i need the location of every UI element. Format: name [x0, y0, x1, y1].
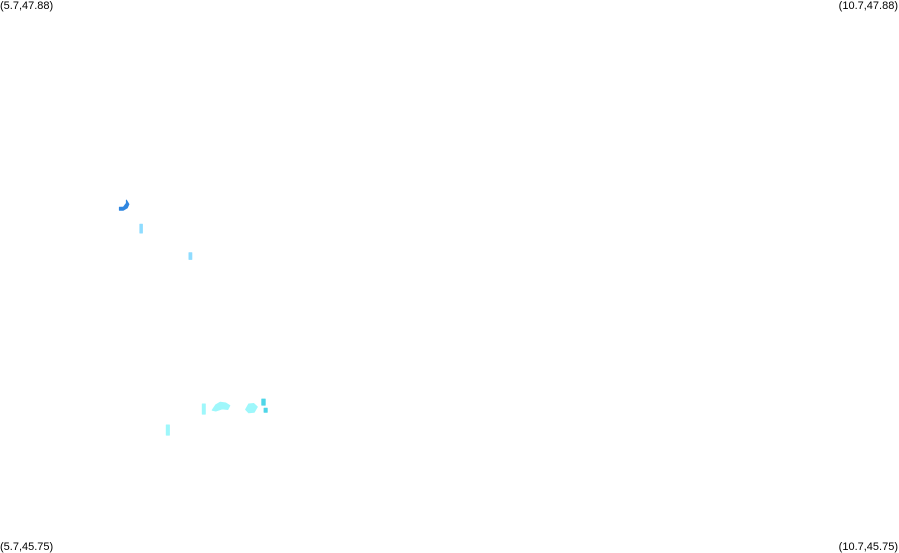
feature-south-sliver: [165, 424, 170, 436]
feature-south-strip: [201, 403, 206, 415]
corner-label-bottom-right: (10.7,45.75): [838, 541, 898, 553]
feature-northwest-cluster: [118, 199, 130, 211]
feature-north-patch: [139, 223, 143, 234]
feature-south-dot-b: [263, 407, 268, 413]
feature-south-blob-b: [245, 403, 258, 414]
feature-north-dot: [188, 252, 193, 260]
feature-south-blob-a: [211, 401, 231, 412]
corner-label-top-left: (5.7,47.88): [0, 0, 54, 12]
corner-label-bottom-left: (5.7,45.75): [0, 541, 54, 553]
corner-label-top-right: (10.7,47.88): [838, 0, 898, 12]
feature-south-dot-a: [261, 398, 266, 406]
